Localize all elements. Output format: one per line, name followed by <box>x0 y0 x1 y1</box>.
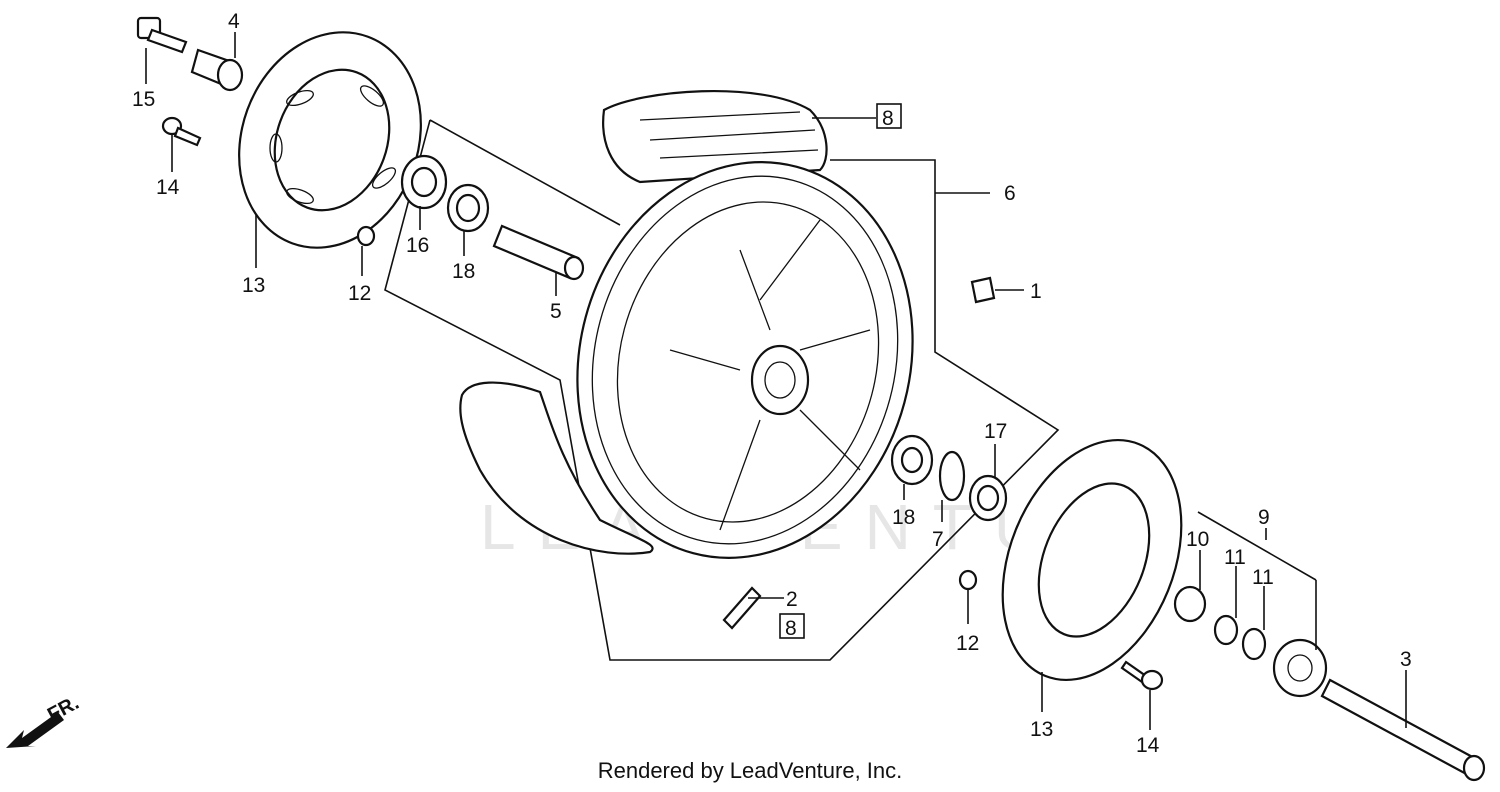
callout-14-upper: 14 <box>156 176 180 199</box>
footer-credit: Rendered by LeadVenture, Inc. <box>597 758 903 783</box>
disc-bolt-upper[interactable] <box>161 116 202 147</box>
callout-6: 6 <box>1004 182 1016 205</box>
tire-upper[interactable] <box>602 89 828 184</box>
callout-1: 1 <box>1030 280 1042 303</box>
bearing-16[interactable] <box>400 154 448 210</box>
callout-2: 2 <box>786 588 798 611</box>
callout-3: 3 <box>1400 648 1412 671</box>
wheel-rim[interactable] <box>534 124 956 596</box>
washer-11a[interactable] <box>1213 614 1239 646</box>
distance-collar[interactable] <box>492 224 585 281</box>
nut-right[interactable] <box>958 569 978 591</box>
callout-8-tire: 8 <box>882 107 894 130</box>
callout-14-lower: 14 <box>1136 734 1160 757</box>
callout-15: 15 <box>132 88 155 111</box>
side-collar[interactable] <box>190 48 244 92</box>
speedometer-gearbox[interactable] <box>1272 638 1328 698</box>
callout-11-left: 11 <box>1224 546 1246 569</box>
callout-11-right: 11 <box>1252 566 1274 589</box>
washer-11b[interactable] <box>1241 627 1267 661</box>
callout-13-left: 13 <box>242 274 265 297</box>
callout-10: 10 <box>1186 528 1209 551</box>
nut-left[interactable] <box>356 225 376 247</box>
callout-12-left: 12 <box>348 282 371 305</box>
dust-seal[interactable] <box>968 474 1008 522</box>
callout-5: 5 <box>550 300 562 323</box>
tire-valve[interactable] <box>722 586 762 630</box>
balance-weight[interactable] <box>970 276 996 304</box>
callout-8-valve: 8 <box>785 617 797 640</box>
callout-13-right: 13 <box>1030 718 1053 741</box>
callout-7: 7 <box>932 528 944 551</box>
front-axle[interactable] <box>1320 678 1486 782</box>
brake-disc-left[interactable] <box>210 7 451 274</box>
callout-12-right: 12 <box>956 632 979 655</box>
brake-disc-right[interactable] <box>969 413 1215 706</box>
callout-16: 16 <box>406 234 429 257</box>
bearing-18-lower[interactable] <box>890 434 934 486</box>
disc-bolt-lower[interactable] <box>1120 660 1164 691</box>
front-direction-arrow: FR. <box>6 692 83 748</box>
retainer[interactable] <box>938 450 966 502</box>
bearing-18-upper[interactable] <box>446 183 490 233</box>
callout-4: 4 <box>228 10 240 33</box>
callout-17: 17 <box>984 420 1007 443</box>
callout-18-upper: 18 <box>452 260 475 283</box>
callout-9: 9 <box>1258 506 1270 529</box>
callout-18-lower: 18 <box>892 506 915 529</box>
assembly-outline <box>384 119 1060 661</box>
speedometer-gear[interactable] <box>1173 585 1207 623</box>
tire-lower[interactable] <box>459 381 654 555</box>
leader-lines <box>145 32 1407 730</box>
flange-bolt[interactable] <box>136 16 188 54</box>
